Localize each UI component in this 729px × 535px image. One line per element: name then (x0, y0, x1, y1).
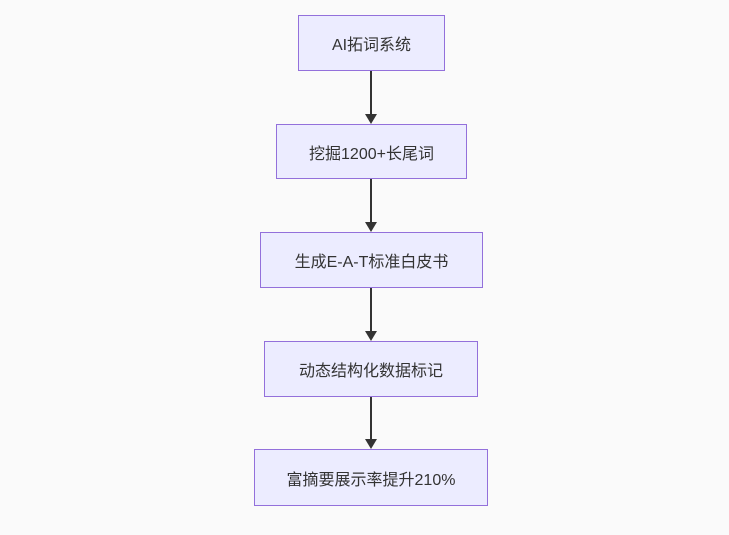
arrow-shaft (370, 71, 372, 114)
arrow-down-icon (365, 114, 377, 124)
flow-arrow-3 (365, 288, 377, 341)
flow-node-ai-word-expansion: AI拓词系统 (298, 15, 445, 71)
arrow-down-icon (365, 331, 377, 341)
flow-node-label: 生成E-A-T标准白皮书 (294, 254, 449, 271)
flow-node-structured-data: 动态结构化数据标记 (264, 341, 478, 397)
flow-arrow-1 (365, 71, 377, 124)
arrow-shaft (370, 179, 372, 222)
flow-node-eat-whitepaper: 生成E-A-T标准白皮书 (260, 232, 483, 288)
flow-node-rich-snippet-result: 富摘要展示率提升210% (254, 449, 488, 506)
flow-node-label: AI拓词系统 (331, 37, 412, 54)
flow-arrow-4 (365, 397, 377, 449)
arrow-shaft (370, 288, 372, 331)
flow-arrow-2 (365, 179, 377, 232)
flow-node-label: 富摘要展示率提升210% (286, 471, 456, 489)
arrow-shaft (370, 397, 372, 439)
arrow-down-icon (365, 439, 377, 449)
flow-node-label: 动态结构化数据标记 (298, 363, 443, 380)
arrow-down-icon (365, 222, 377, 232)
flow-node-longtail-mining: 挖掘1200+长尾词 (276, 124, 467, 179)
flow-node-label: 挖掘1200+长尾词 (309, 145, 434, 163)
